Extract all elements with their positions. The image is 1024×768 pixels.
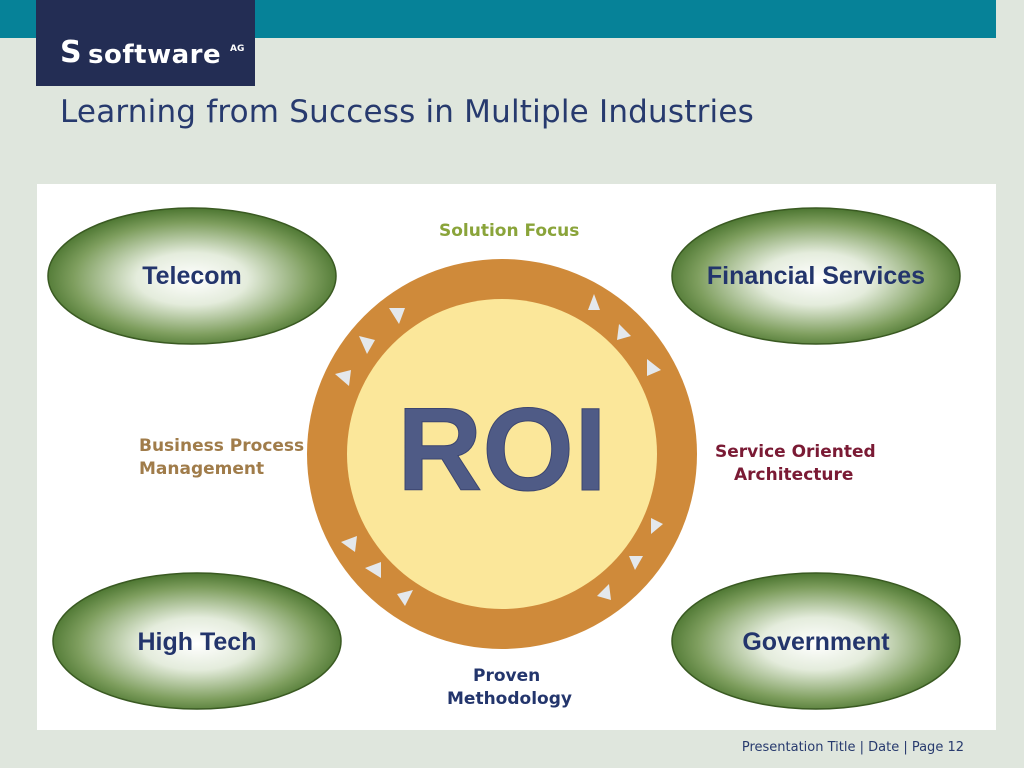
- annotation-bpm-line2: Management: [139, 459, 265, 479]
- roi-inner-circle: [347, 299, 657, 609]
- ring-arrows: [335, 294, 663, 606]
- arrow-icon: [341, 536, 357, 552]
- industry-label-government: Government: [742, 628, 890, 656]
- company-logo: S software AG: [36, 0, 255, 86]
- arrow-icon: [651, 518, 663, 534]
- page-title: Learning from Success in Multiple Indust…: [60, 94, 754, 130]
- roi-label: ROI: [397, 384, 607, 516]
- annotation-soa-line1: Service Oriented: [715, 442, 876, 462]
- logo-text: software: [88, 40, 222, 70]
- arrow-icon: [617, 324, 631, 340]
- industry-label-financial-services: Financial Services: [707, 262, 925, 290]
- arrow-icon: [389, 308, 405, 324]
- arrow-icon: [647, 359, 661, 376]
- ellipse-high-tech: [52, 572, 342, 710]
- annotation-bpm-line1: Business Process: [139, 436, 305, 456]
- arrow-icon: [335, 370, 351, 386]
- annotation-soa-line2: Architecture: [734, 465, 854, 485]
- ellipse-government: [671, 572, 961, 710]
- diagram-panel: ROI Telecom Financial Services High Tech…: [37, 184, 996, 730]
- roi-diagram: ROI Telecom Financial Services High Tech…: [47, 207, 961, 710]
- arrow-icon: [397, 590, 413, 606]
- industry-label-high-tech: High Tech: [138, 628, 257, 656]
- annotation-methodology-line1: Proven: [473, 666, 541, 686]
- logo-mark-icon: S: [60, 35, 82, 70]
- arrow-icon: [597, 584, 611, 600]
- arrow-icon: [588, 294, 600, 310]
- ellipse-financial-services: [671, 207, 961, 345]
- annotation-solution-focus: Solution Focus: [439, 221, 580, 241]
- arrow-icon: [629, 556, 643, 570]
- industry-label-telecom: Telecom: [142, 262, 242, 290]
- arrow-icon: [365, 562, 381, 578]
- arrow-icon: [359, 336, 375, 354]
- logo-suffix: AG: [230, 44, 245, 54]
- ellipse-telecom: [47, 207, 337, 345]
- annotation-methodology-line2: Methodology: [447, 689, 572, 709]
- footer-text: Presentation Title | Date | Page 12: [741, 740, 964, 755]
